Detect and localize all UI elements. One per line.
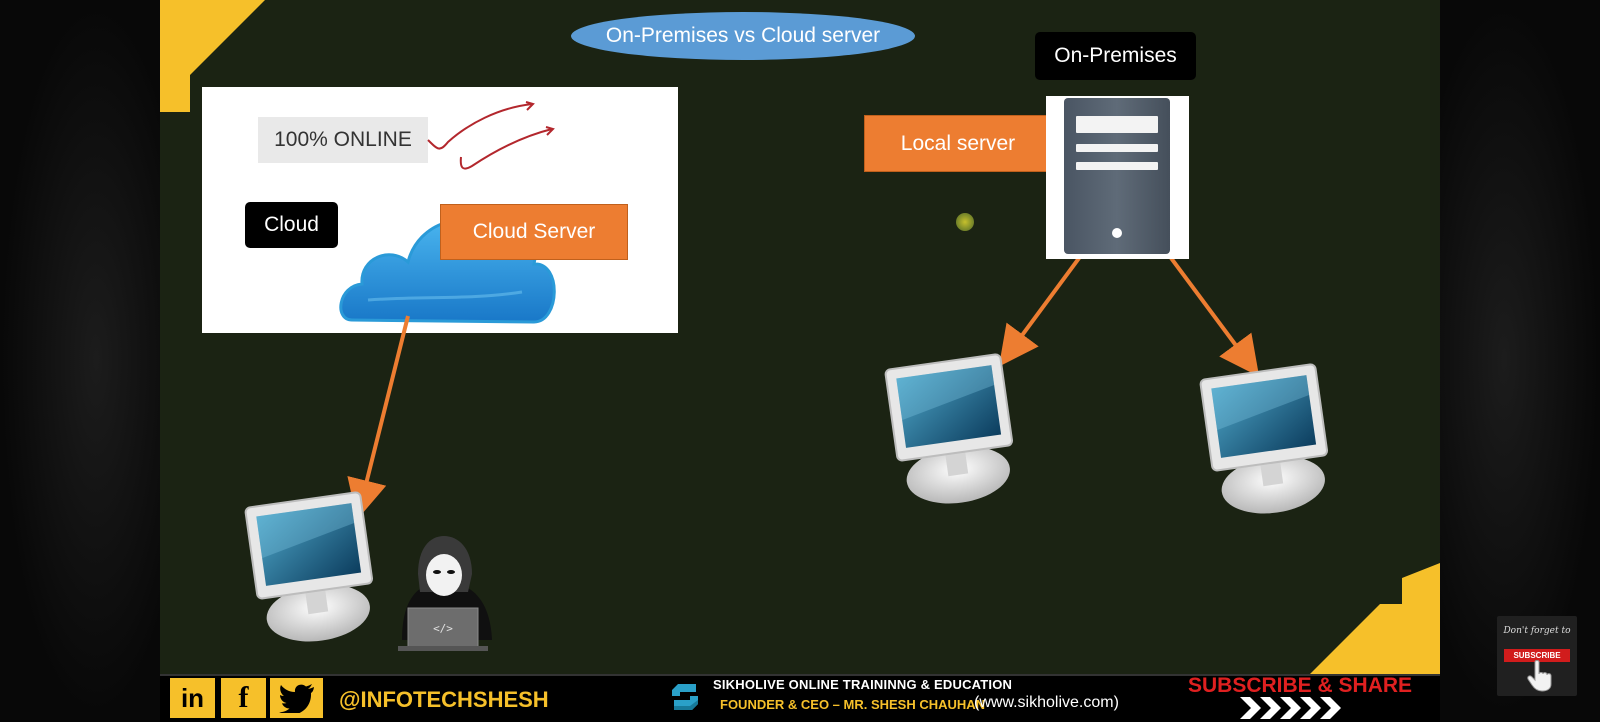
bottom-right-corner-accent [1310, 563, 1440, 674]
checkmark-scribble-icon-2 [459, 128, 553, 170]
twitter-icon[interactable] [270, 678, 323, 718]
founder-credit: FOUNDER & CEO – MR. SHESH CHAUHAN [720, 697, 986, 712]
pointer-dot [956, 213, 974, 231]
client-computer-icon-right [1199, 363, 1329, 514]
social-handle[interactable]: @INFOTECHSHESH [339, 687, 549, 712]
linkedin-icon[interactable]: in [170, 678, 215, 718]
corner-decorations [160, 0, 1440, 674]
top-left-corner-accent [160, 0, 265, 112]
client-computer-icon-cloud [244, 491, 374, 642]
checkmark-scribble-icon [427, 103, 533, 150]
subscribe-button[interactable]: SUBSCRIBE [1504, 649, 1570, 662]
online-label: 100% ONLINE [258, 117, 428, 163]
local-server-icon [1046, 96, 1189, 259]
cloud-label: Cloud [245, 202, 338, 248]
organization-name: SIKHOLIVE ONLINE TRAININNG & EDUCATION [713, 677, 1013, 692]
footer-bar [160, 674, 1440, 722]
website-link[interactable]: (www.sikholive.com) [974, 694, 1119, 711]
hand-cursor-icon [1527, 660, 1552, 692]
laptop-code-text: </> [433, 622, 453, 635]
left-background-margin [0, 0, 160, 720]
right-background-margin [1440, 0, 1600, 720]
slide-title: On-Premises vs Cloud server [571, 12, 915, 60]
sikholive-logo-icon [672, 684, 698, 710]
subscribe-share-banner: SUBSCRIBE & SHARE [1188, 674, 1413, 697]
local-server-label: Local server [864, 115, 1052, 172]
cloud-to-client-arrow [347, 315, 410, 520]
cloud-server-label: Cloud Server [440, 204, 628, 260]
reminder-text: Don't forget to [1503, 626, 1571, 636]
subscribe-reminder-overlay[interactable]: Don't forget to SUBSCRIBE [1497, 616, 1577, 696]
facebook-icon[interactable]: f [221, 678, 266, 718]
chevron-arrows-icon [1240, 697, 1341, 719]
client-computer-icon-left [884, 353, 1014, 504]
on-premises-label: On-Premises [1035, 32, 1196, 80]
hacker-icon: </> [398, 536, 492, 651]
